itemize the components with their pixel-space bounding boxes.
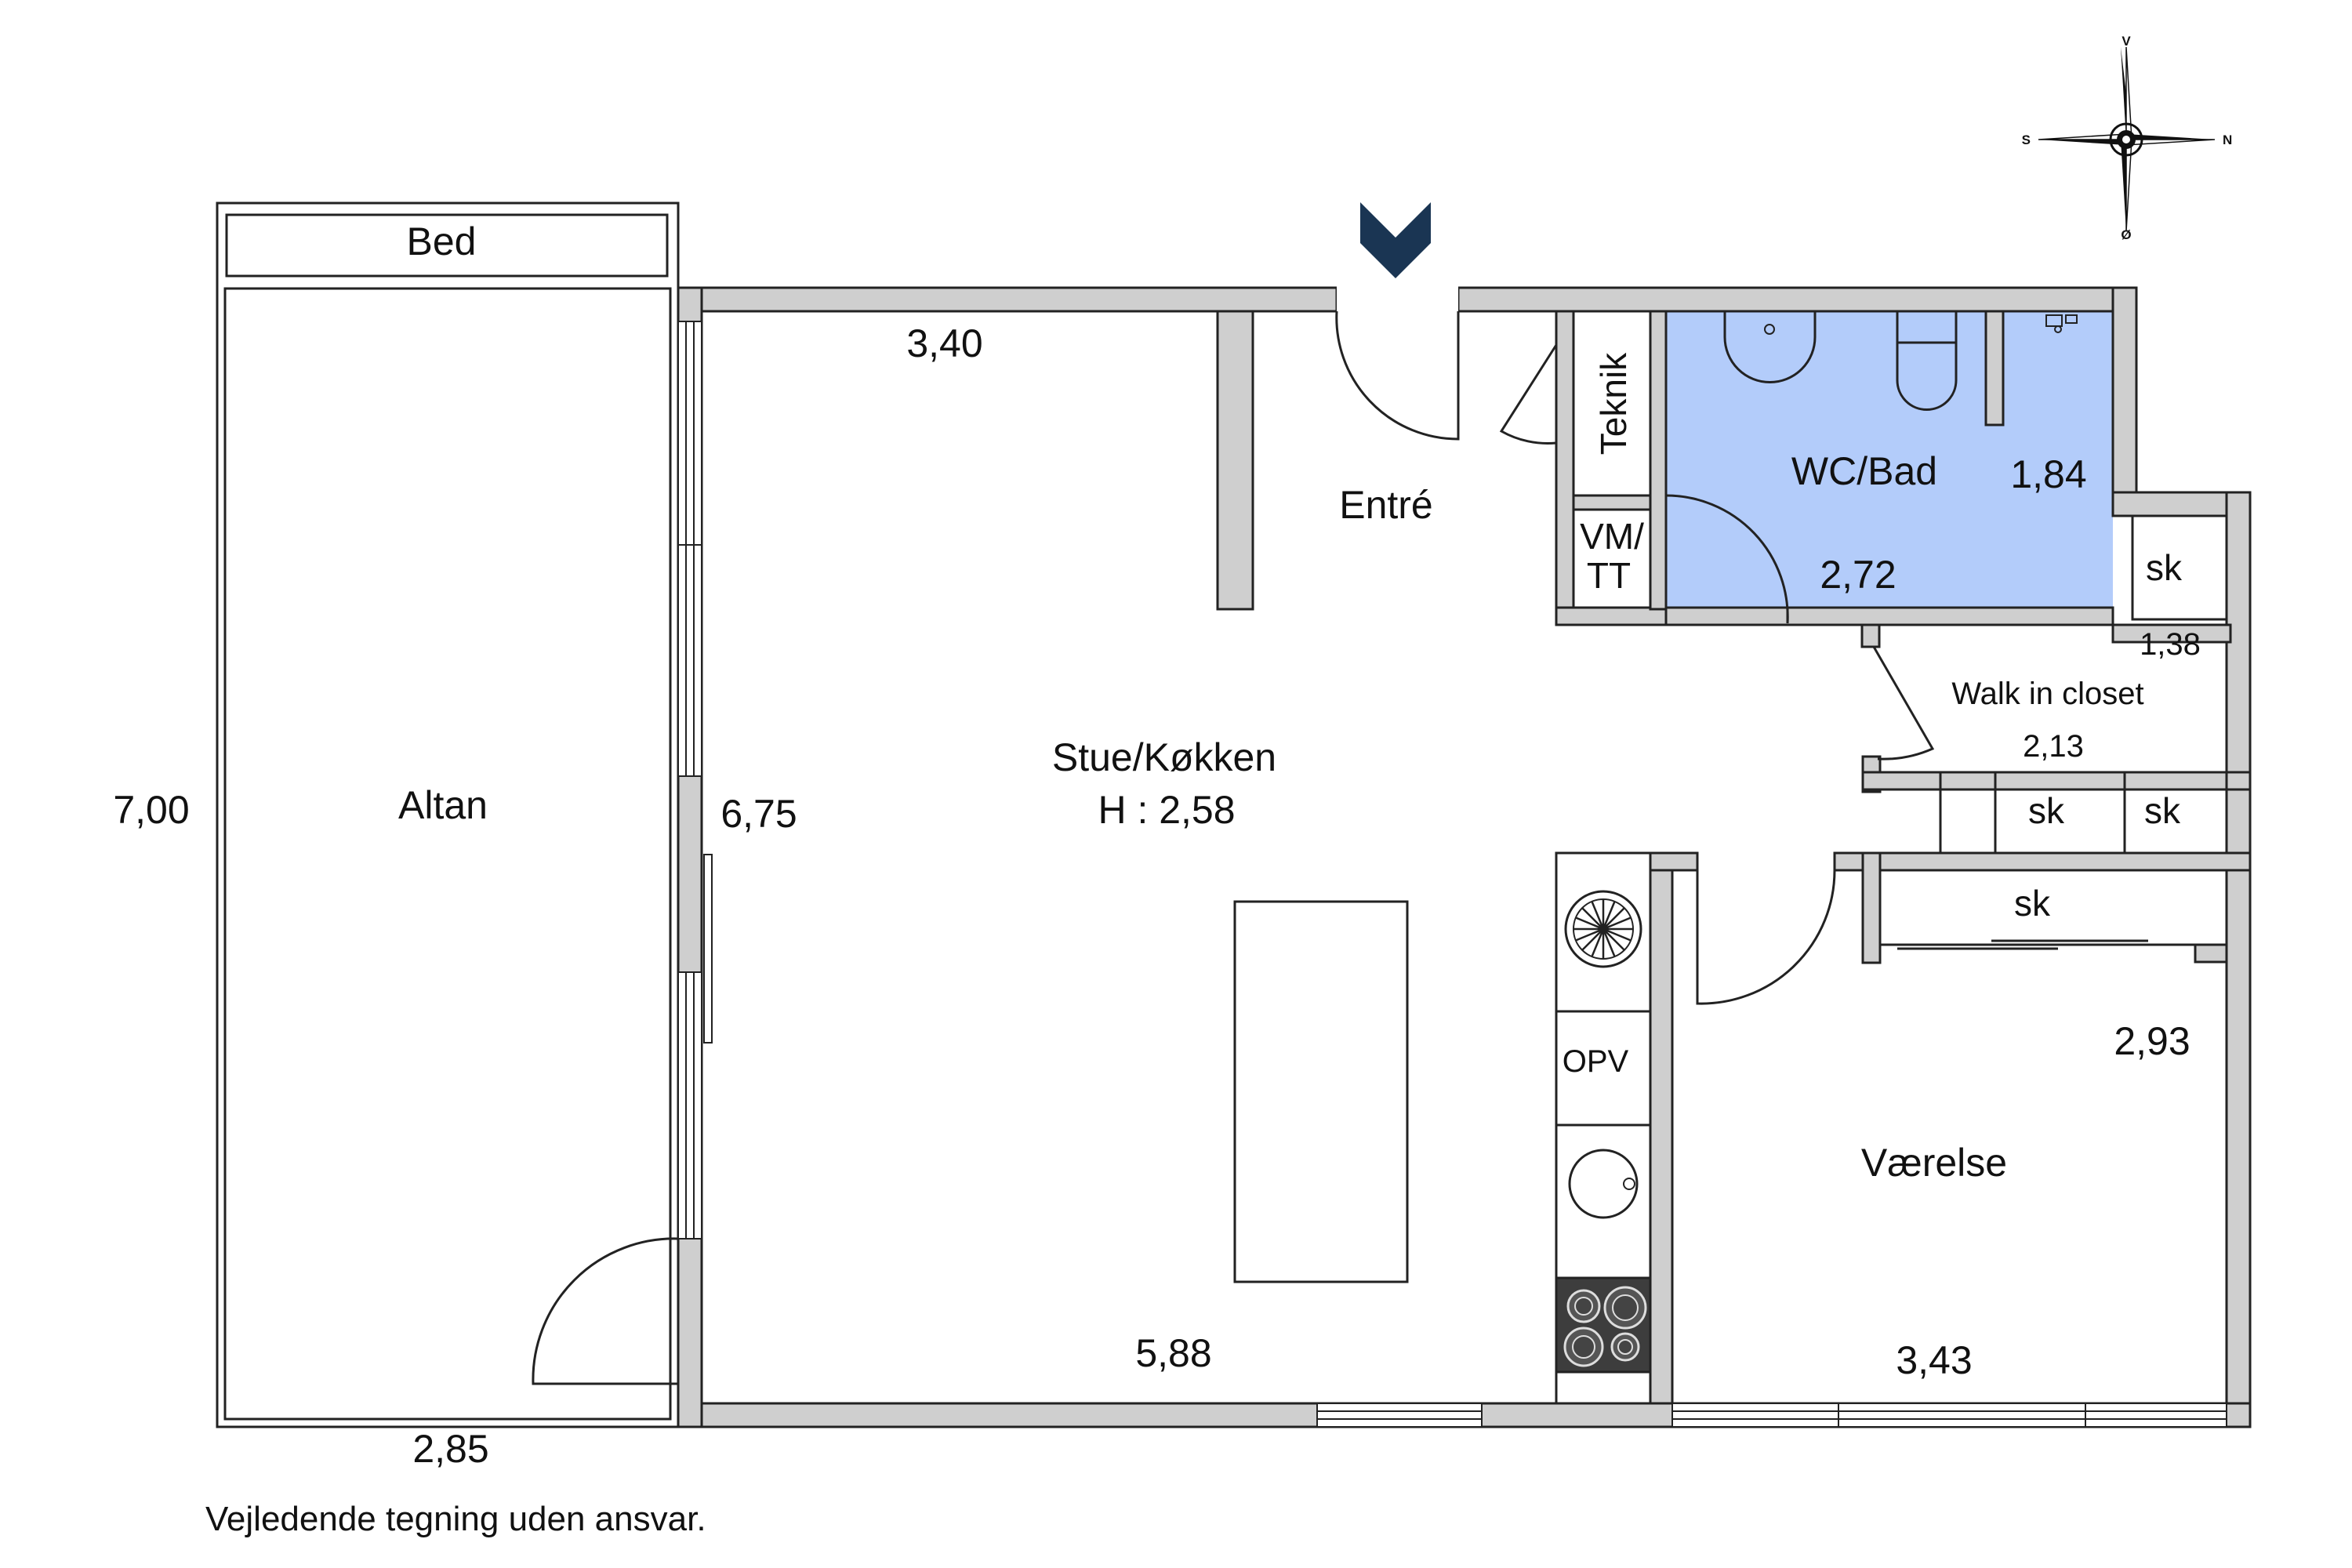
ceiling-height-label: H : 2,58 <box>1098 788 1235 832</box>
sk-label-top: sk <box>2146 547 2183 588</box>
teknik-label: Teknik <box>1593 352 1634 455</box>
closet-side-dim: 1,38 <box>2140 627 2201 662</box>
fixtures <box>1233 310 2078 1374</box>
kitchen-sink-icon <box>1568 1149 1639 1219</box>
wc-bad-label: WC/Bad <box>1791 449 1937 493</box>
wc-side-dim: 1,84 <box>2010 452 2086 496</box>
stue-bottom-dim: 5,88 <box>1135 1331 1211 1375</box>
stue-side-dim: 6,75 <box>720 792 797 836</box>
bathroom-sink-icon <box>1723 310 1817 383</box>
stue-top-dim: 3,40 <box>906 321 982 365</box>
kitchen-island <box>1233 900 1409 1283</box>
sk-label-right: sk <box>2144 790 2181 831</box>
sk-label-middle: sk <box>2028 790 2065 831</box>
vaerelse-bottom-dim: 3,43 <box>1896 1338 1972 1382</box>
altan-width-dim: 2,85 <box>412 1427 488 1471</box>
sk-label-bedroom: sk <box>2014 883 2051 924</box>
vaerelse-side-dim: 2,93 <box>2114 1019 2190 1063</box>
windows <box>677 321 2227 1428</box>
bed-label: Bed <box>407 220 477 263</box>
entry-arrow-icon <box>1360 202 1431 278</box>
vaerelse-label: Værelse <box>1861 1141 2007 1185</box>
entre-label: Entré <box>1339 483 1433 527</box>
vm-tt-label-line1: VM/ <box>1580 516 1644 557</box>
stue-kokken-label: Stue/Køkken <box>1052 735 1276 779</box>
compass-rose-icon <box>2038 46 2216 232</box>
compass-east-label: Ø <box>2121 227 2131 242</box>
compass-south-label: S <box>2022 132 2031 147</box>
toilet-icon <box>1896 310 1958 411</box>
wc-bottom-dim: 2,72 <box>1820 553 1896 597</box>
walk-in-closet-label: Walk in closet <box>1951 677 2143 711</box>
compass-west-label: V <box>2122 34 2131 49</box>
bathroom-fill <box>1666 307 2113 608</box>
disclaimer-text: Vejledende tegning uden ansvar. <box>205 1500 706 1538</box>
shower-icon <box>2045 314 2078 333</box>
closet-shelves <box>1878 514 2228 946</box>
opv-label: OPV <box>1563 1044 1629 1079</box>
closet-width-dim: 2,13 <box>2023 729 2084 764</box>
fan-icon <box>1564 890 1642 968</box>
altan-label: Altan <box>398 783 488 827</box>
compass-north-label: N <box>2223 132 2232 147</box>
cooktop-icon <box>1555 1276 1652 1374</box>
doors <box>532 286 2148 1385</box>
vm-tt-label-line2: TT <box>1587 555 1631 596</box>
altan-height-dim: 7,00 <box>113 788 189 832</box>
